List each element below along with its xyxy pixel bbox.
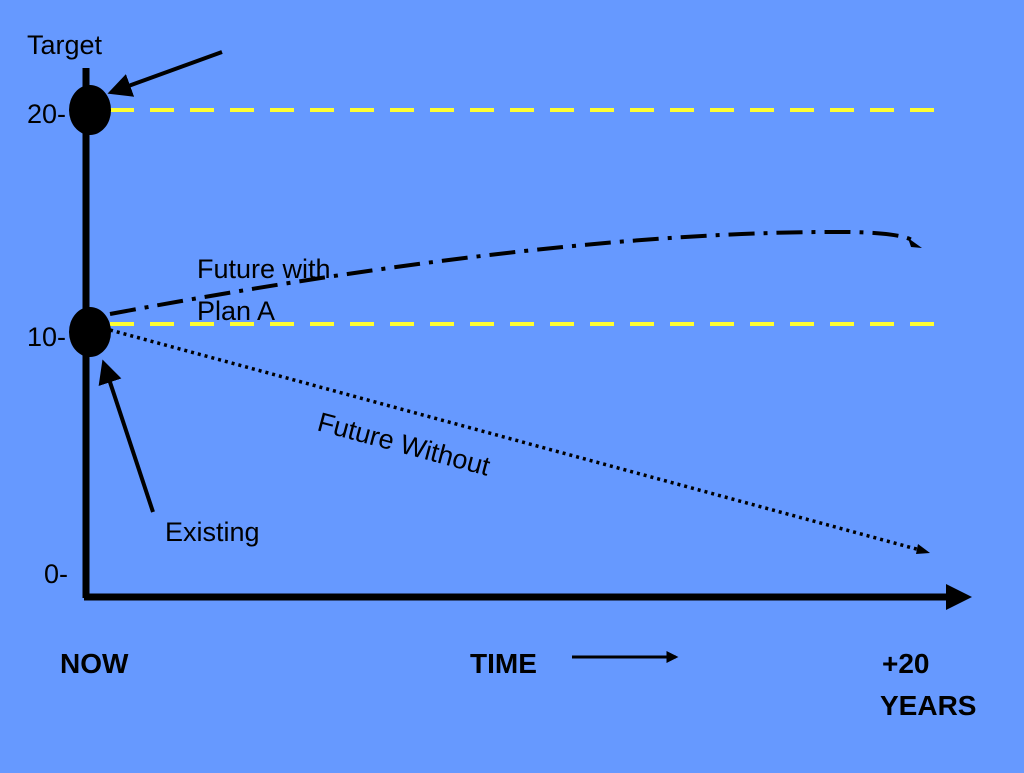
y-axis-title: Target: [27, 30, 103, 60]
x-end-label-line1: +20: [882, 648, 930, 679]
target-marker: [69, 85, 111, 135]
x-start-label: NOW: [60, 648, 129, 679]
x-axis-title: TIME: [470, 648, 537, 679]
future-with-plan-a-line: [109, 229, 917, 316]
future-with-label-line1: Future with: [197, 254, 331, 284]
future-with-plan-a-arrowhead: [908, 238, 922, 248]
existing-label: Existing: [165, 517, 260, 547]
y-tick-20: 20-: [27, 99, 66, 129]
y-tick-10: 10-: [27, 322, 66, 352]
existing-marker: [69, 307, 111, 357]
existing-pointer-arrow: [98, 359, 155, 513]
target-pointer-arrow: [107, 50, 223, 97]
x-axis-arrowhead: [946, 584, 972, 610]
future-without-label: Future Without: [314, 407, 493, 482]
x-end-label-line2: YEARS: [880, 690, 976, 721]
future-without-arrowhead: [916, 544, 930, 554]
y-tick-0: 0-: [44, 559, 68, 589]
future-with-label-line2: Plan A: [197, 296, 275, 326]
